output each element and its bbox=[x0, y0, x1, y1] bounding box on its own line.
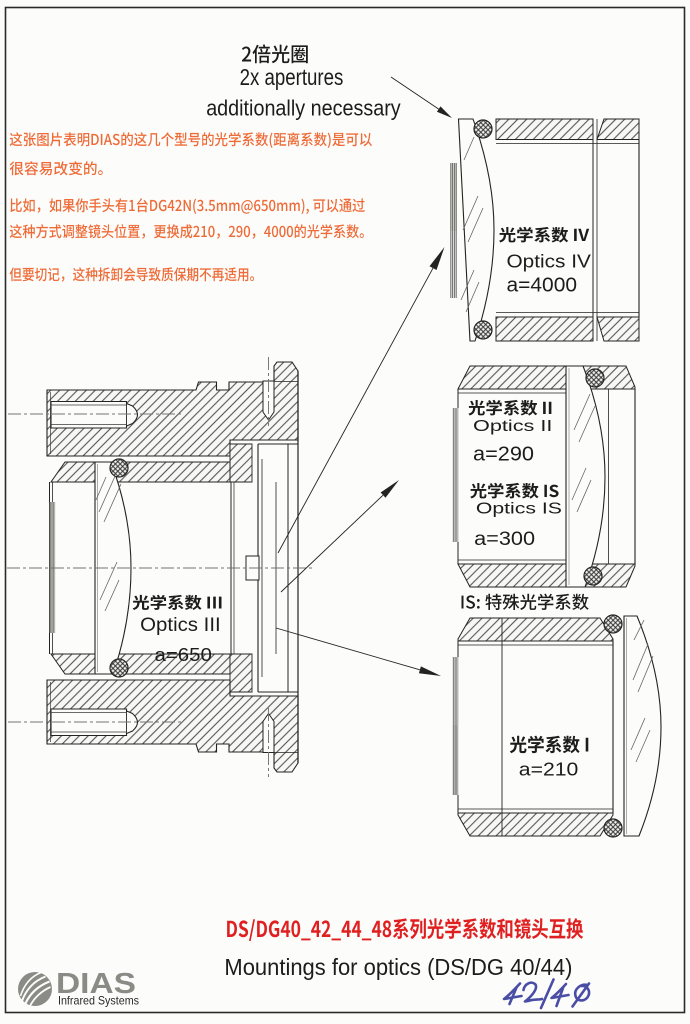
svg-text:Infrared Systems: Infrared Systems bbox=[58, 994, 139, 1008]
svg-text:a=290: a=290 bbox=[473, 443, 534, 465]
svg-text:a=4000: a=4000 bbox=[507, 274, 578, 296]
svg-text:Optics IV: Optics IV bbox=[507, 251, 592, 272]
svg-text:a=210: a=210 bbox=[519, 758, 579, 779]
svg-text:a=650: a=650 bbox=[155, 644, 212, 665]
svg-text:Optics IS: Optics IS bbox=[476, 501, 562, 518]
svg-text:DIAS: DIAS bbox=[56, 968, 136, 1000]
svg-text:Optics II: Optics II bbox=[473, 418, 552, 435]
svg-text:Mountings for optics (DS/DG 40: Mountings for optics (DS/DG 40/44) bbox=[224, 954, 572, 980]
svg-text:2x apertures: 2x apertures bbox=[240, 64, 344, 90]
svg-text:a=300: a=300 bbox=[474, 529, 535, 550]
svg-text:Optics III: Optics III bbox=[140, 615, 221, 636]
svg-text:additionally necessary: additionally necessary bbox=[206, 96, 401, 121]
